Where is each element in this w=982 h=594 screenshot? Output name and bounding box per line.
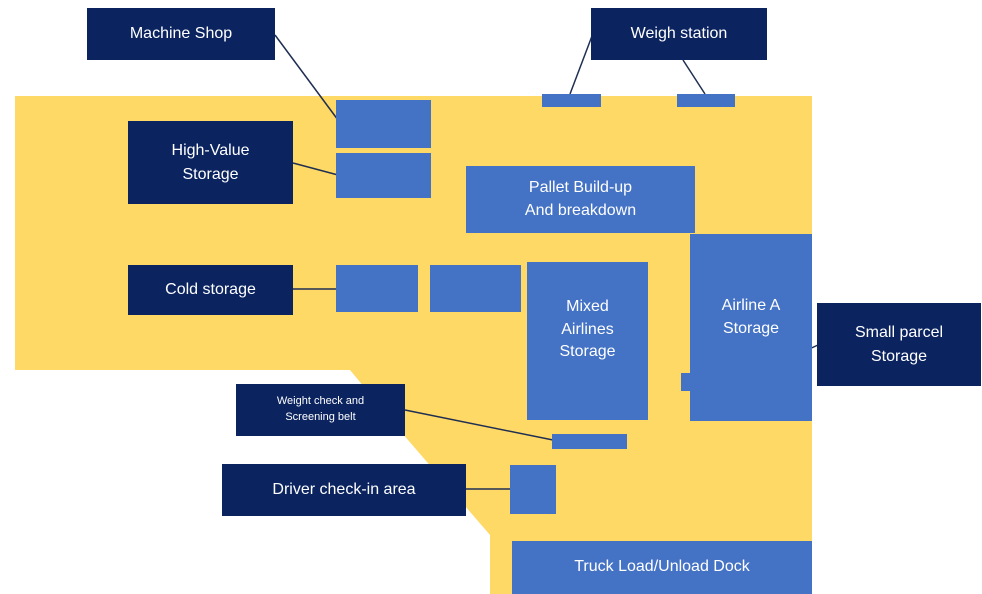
zone-pallet-buildup: Pallet Build-up And breakdown (466, 166, 695, 233)
zone-weight-check-belt (552, 434, 627, 449)
callout-high-value-storage: High-Value Storage (128, 121, 293, 204)
callout-weight-check: Weight check and Screening belt (236, 384, 405, 436)
zone-truck-dock: Truck Load/Unload Dock (512, 541, 812, 594)
connector-weight-check (404, 409, 554, 441)
callout-machine-shop: Machine Shop (87, 8, 275, 60)
zone-weigh-station-right (677, 94, 735, 107)
callout-cold-storage: Cold storage (128, 265, 293, 315)
zone-driver-checkin (510, 465, 556, 514)
zone-weigh-station-left (542, 94, 601, 107)
zone-small-parcel (681, 373, 739, 391)
zone-airline-a-storage: Airline A Storage (690, 234, 812, 421)
zone-machine-shop (336, 100, 431, 148)
connector-machine-shop (274, 34, 339, 121)
callout-small-parcel-storage: Small parcel Storage (817, 303, 981, 386)
zone-mixed-airlines-storage: Mixed Airlines Storage (527, 262, 648, 420)
connector-weigh-station-left (569, 35, 593, 95)
callout-driver-checkin: Driver check-in area (222, 464, 466, 516)
callout-weigh-station: Weigh station (591, 8, 767, 60)
zone-cold-storage-2 (430, 265, 521, 312)
connector-weigh-station-right (682, 59, 706, 95)
connector-high-value (292, 162, 339, 176)
zone-high-value-storage (336, 153, 431, 198)
zone-cold-storage-1 (336, 265, 418, 312)
